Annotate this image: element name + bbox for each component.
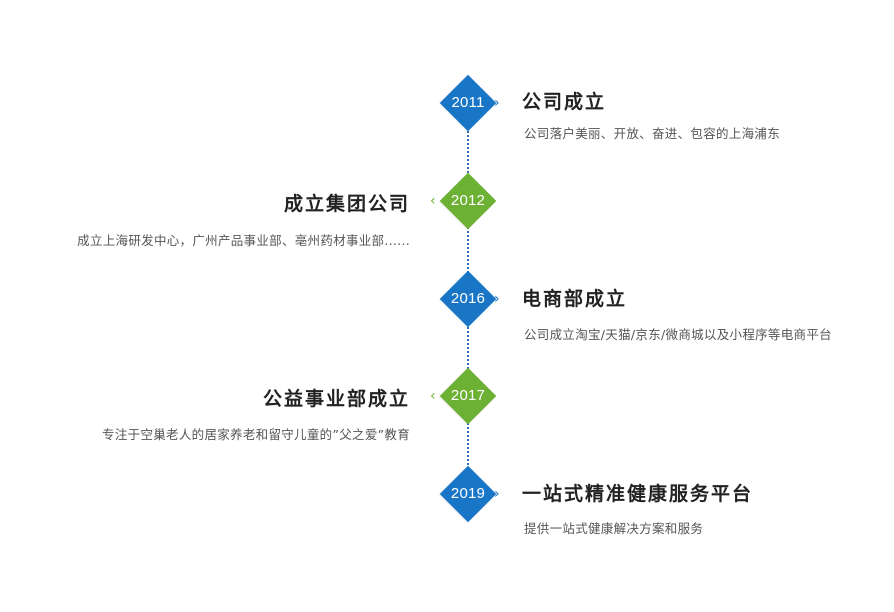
year-node-2012: 2012 [439, 172, 497, 230]
year-node-2019: 2019 [439, 465, 497, 523]
entry-description: 公司成立淘宝/天猫/京东/微商城以及小程序等电商平台 [524, 327, 832, 342]
year-node-2017: 2017 [439, 367, 497, 425]
entry-title: 一站式精准健康服务平台 [522, 483, 754, 505]
entry-description: 提供一站式健康解决方案和服务 [524, 521, 704, 536]
year-label: 2019 [450, 485, 486, 502]
entry-title: 成立集团公司 [283, 193, 410, 215]
year-label: 2016 [450, 290, 486, 307]
entry-title: 电商部成立 [522, 288, 628, 310]
chevron-right-icon: › [494, 486, 500, 502]
year-node-2011: 2011 [439, 74, 497, 132]
entry-description: 成立上海研发中心，广州产品事业部、亳州药材事业部...... [77, 233, 410, 248]
chevron-left-icon: ‹ [430, 193, 436, 209]
year-label: 2011 [451, 94, 485, 111]
year-label: 2017 [450, 387, 486, 404]
year-node-2016: 2016 [439, 270, 497, 328]
entry-description: 公司落户美丽、开放、奋进、包容的上海浦东 [524, 126, 781, 141]
entry-title: 公益事业部成立 [262, 388, 410, 410]
chevron-left-icon: ‹ [430, 388, 436, 404]
chevron-right-icon: › [494, 95, 500, 111]
entry-description: 专注于空巢老人的居家养老和留守儿童的”父之爱”教育 [102, 427, 410, 442]
entry-title: 公司成立 [522, 91, 607, 113]
year-label: 2012 [450, 192, 486, 209]
chevron-right-icon: › [494, 291, 500, 307]
